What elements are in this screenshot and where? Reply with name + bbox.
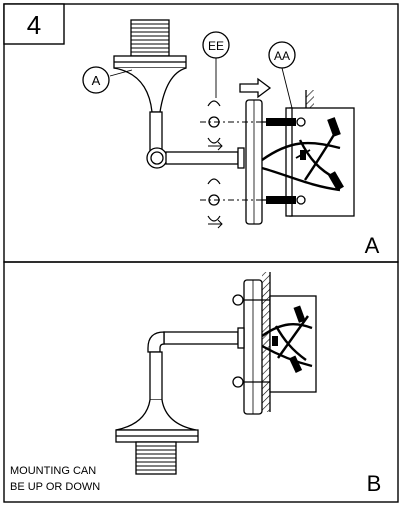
- mounting-note-line2: BE UP OR DOWN: [10, 481, 100, 493]
- panel-b-drawing: [115, 272, 317, 475]
- step-number-box: [3, 3, 65, 45]
- mounting-note-line1: MOUNTING CAN: [10, 465, 96, 477]
- panel-a-label: A: [365, 233, 380, 258]
- callout-a: A: [92, 73, 101, 88]
- callout-aa: AA: [274, 49, 290, 63]
- step-number: 4: [27, 10, 41, 40]
- callout-ee: EE: [208, 39, 224, 53]
- panel-a-drawing: [82, 19, 355, 229]
- panel-b-label: B: [367, 471, 382, 496]
- panel-b-frame: [3, 261, 399, 503]
